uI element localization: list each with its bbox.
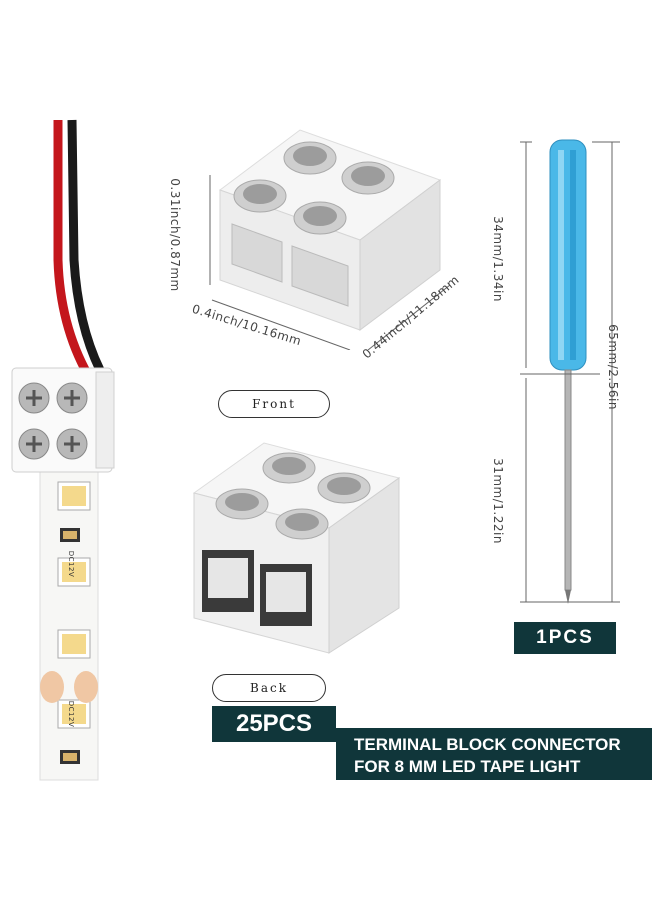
total-dimension: 65mm/2.56in <box>605 324 620 410</box>
strip-voltage-label-2: DC12V <box>67 700 76 728</box>
strip-voltage-label-1: DC12V <box>67 550 76 578</box>
screwdriver-handle <box>549 139 587 371</box>
product-title-line-1: TERMINAL BLOCK CONNECTOR <box>354 735 621 754</box>
red-wire <box>53 120 92 378</box>
screwdriver-count-badge: 1PCS <box>514 622 616 654</box>
product-title-line-2: FOR 8 MM LED TAPE LIGHT <box>354 757 581 776</box>
screwdriver-shaft <box>564 369 572 591</box>
back-connector-illustration <box>192 442 401 654</box>
connector-screws <box>18 382 88 460</box>
back-label-pill: Back <box>212 674 326 702</box>
led-strip-illustration <box>11 119 115 781</box>
front-screws <box>233 141 395 235</box>
front-label-pill: Front <box>218 390 330 418</box>
connector-count-badge: 25PCS <box>212 706 336 742</box>
handle-dimension: 34mm/1.34in <box>490 216 505 302</box>
black-wire <box>67 119 105 372</box>
shaft-dimension: 31mm/1.22in <box>490 458 505 544</box>
copper-pads <box>40 671 98 703</box>
front-connector-illustration <box>209 129 451 350</box>
screwdriver-illustration <box>520 139 620 604</box>
product-title-box: TERMINAL BLOCK CONNECTOR FOR 8 MM LED TA… <box>336 728 652 780</box>
back-screws <box>215 452 371 540</box>
height-dimension: 0.31inch/0.87mm <box>167 178 182 292</box>
led-chips <box>57 481 91 764</box>
